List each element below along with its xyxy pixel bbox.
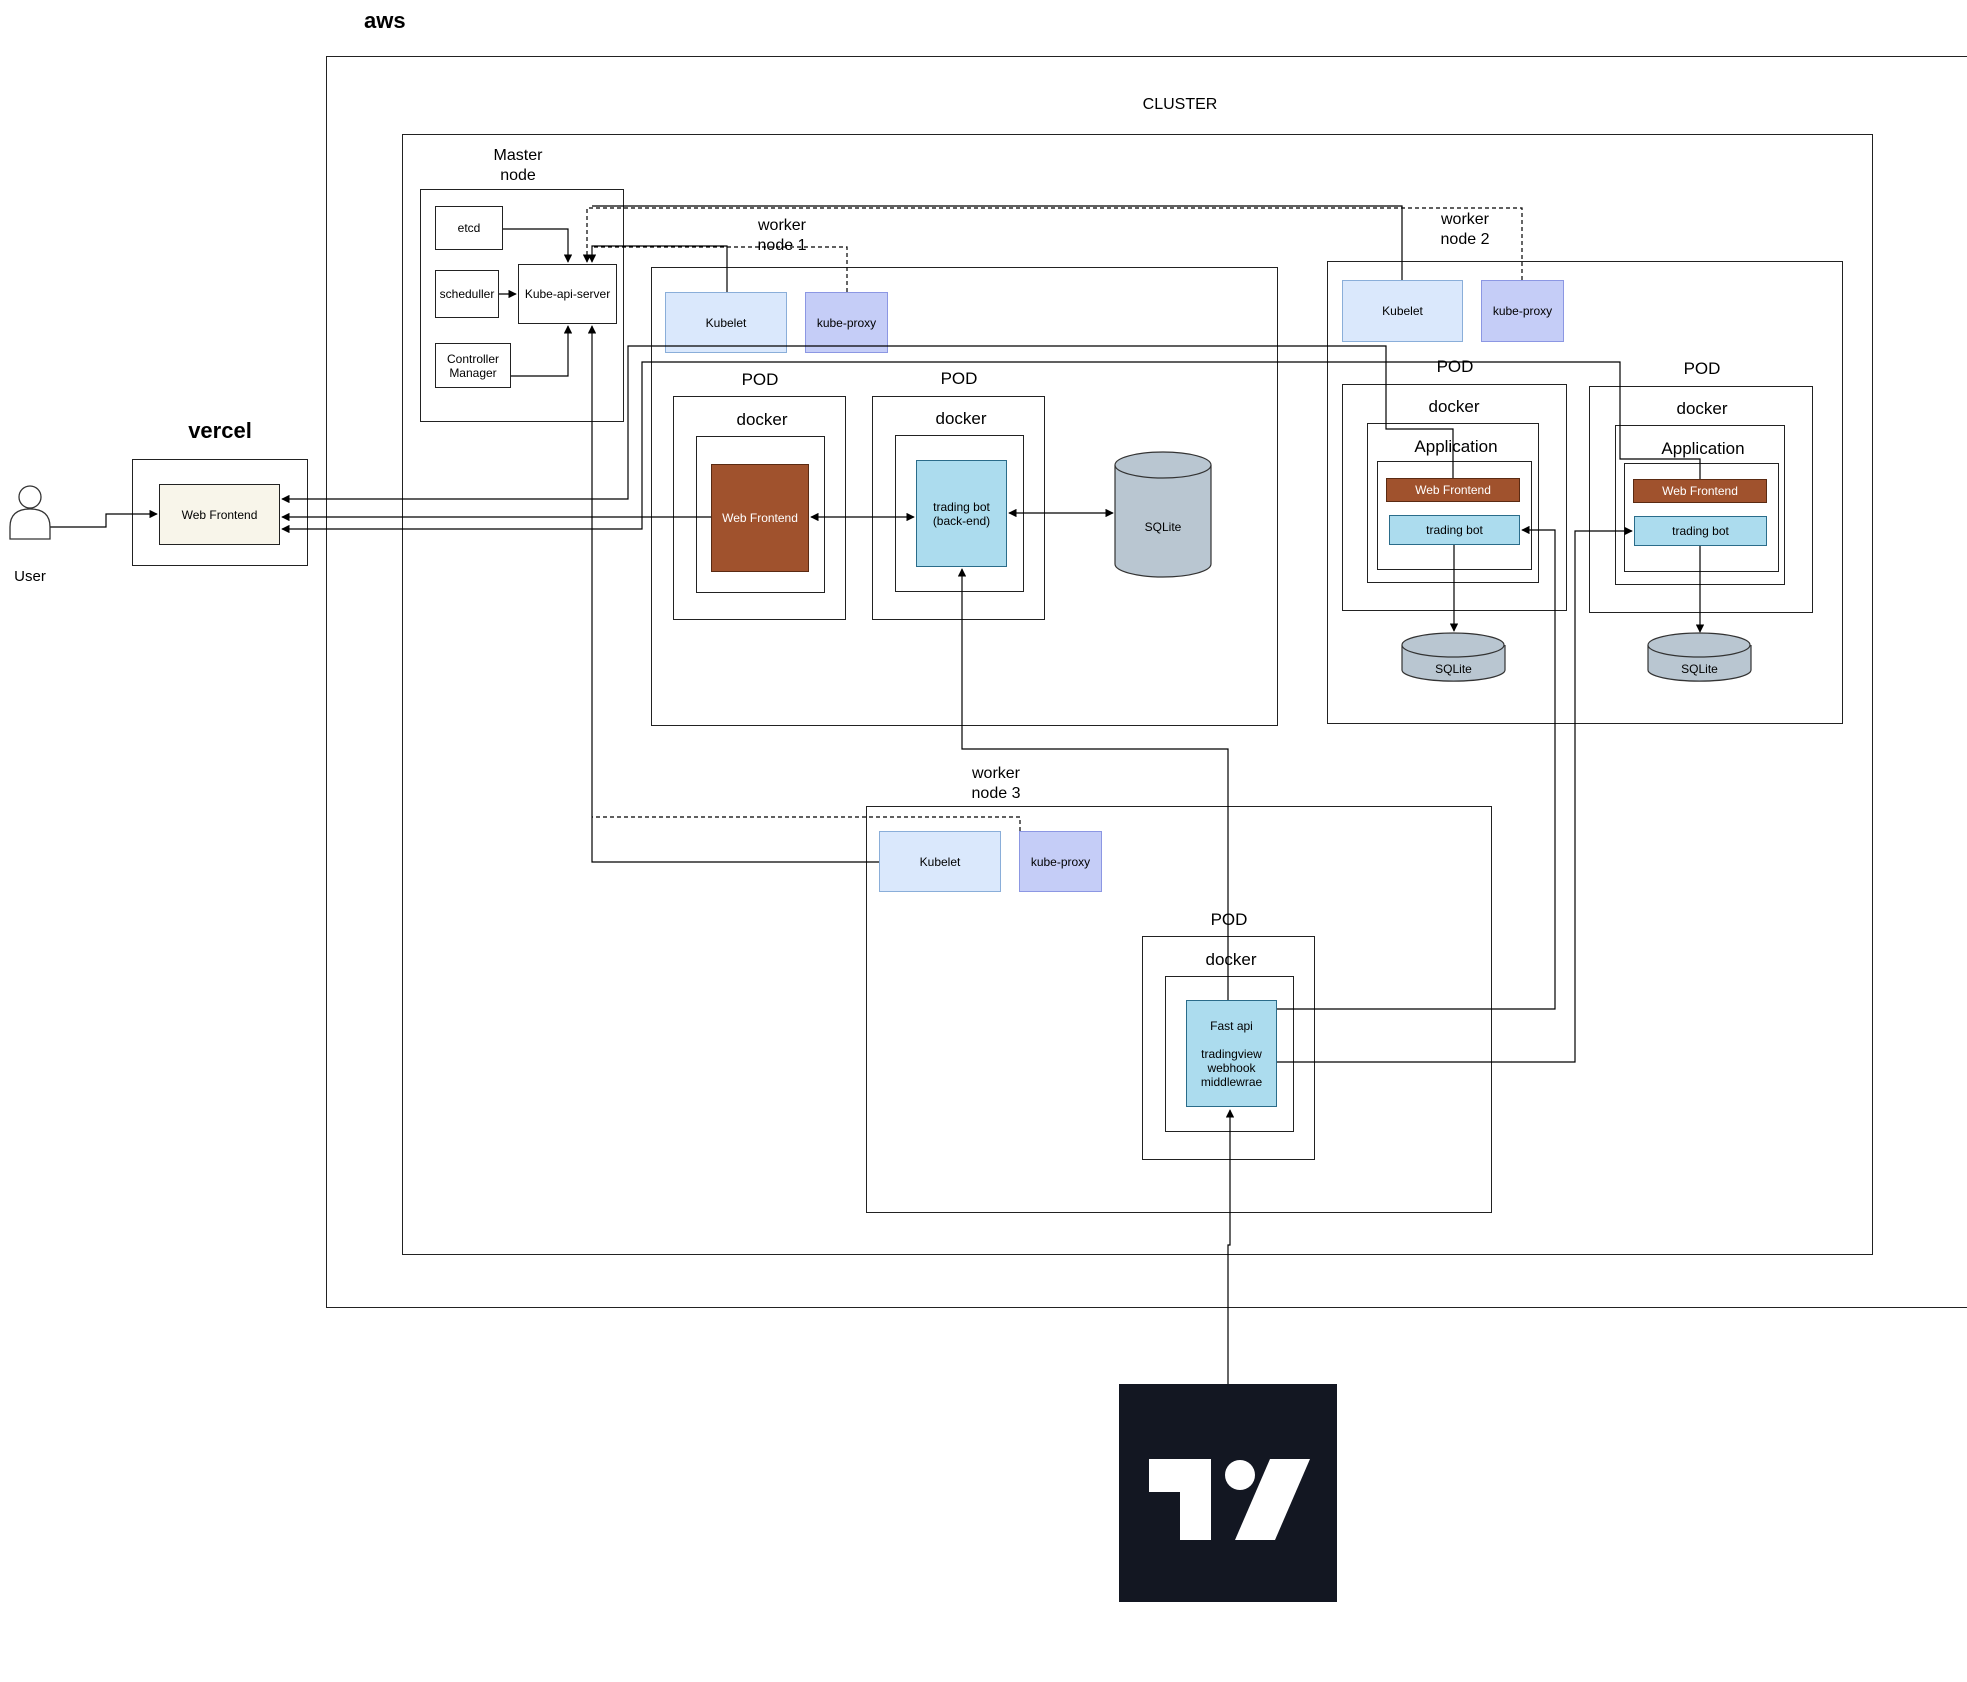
worker1-kubelet[interactable]: Kubelet xyxy=(665,292,787,353)
fastapi-to-worker2-bot2 xyxy=(1277,526,1633,1063)
controller-manager[interactable]: Controller Manager xyxy=(435,343,511,388)
worker3-kubelet[interactable]: Kubelet xyxy=(879,831,1001,892)
user-icon xyxy=(9,485,51,540)
worker1-kubelet-to-api xyxy=(587,245,728,292)
worker2-pod2-sqlite-label: SQLite xyxy=(1681,662,1718,676)
worker2-pod2-label: POD xyxy=(1683,359,1721,378)
user-label: User xyxy=(14,568,46,585)
vercel-box xyxy=(132,459,308,566)
etcd[interactable]: etcd xyxy=(435,206,503,250)
worker2-proxy-to-api xyxy=(582,207,1523,280)
worker1-sqlite-label: SQLite xyxy=(1144,520,1182,534)
worker1-kube-proxy[interactable]: kube-proxy xyxy=(805,292,888,353)
scheduler[interactable]: scheduller xyxy=(435,270,499,318)
worker2-kubelet[interactable]: Kubelet xyxy=(1342,280,1463,342)
worker2-pod2-web-frontend[interactable]: Web Frontend xyxy=(1633,479,1767,503)
worker2-pod1-application-label: Application xyxy=(1414,437,1498,456)
worker2-pod1-trading-bot[interactable]: trading bot xyxy=(1389,515,1520,545)
master-node xyxy=(420,189,624,422)
tradingview-to-fastapi xyxy=(1225,1109,1235,1384)
vercel-web-frontend[interactable]: Web Frontend xyxy=(159,484,280,545)
aws-title: aws xyxy=(364,8,406,33)
master-node-title: Master node xyxy=(493,147,543,184)
worker3-kube-proxy[interactable]: kube-proxy xyxy=(1019,831,1102,892)
worker2-kubelet-to-api xyxy=(592,205,1403,280)
user-to-vercel-arrow xyxy=(50,509,158,528)
worker2-pod2-sqlite-db xyxy=(1647,632,1752,682)
tradingview-logo xyxy=(1119,1384,1337,1602)
worker1-pod1 xyxy=(673,396,846,620)
worker3-pod-label: POD xyxy=(1210,910,1248,929)
worker1-sqlite-db xyxy=(1114,451,1212,578)
worker2-pod1-docker xyxy=(1367,423,1539,583)
worker-node-1 xyxy=(651,267,1278,726)
vercel-to-worker2-pod1 xyxy=(281,345,1454,504)
etcd-to-api-arrow xyxy=(503,228,573,263)
worker-node-2 xyxy=(1327,261,1843,724)
worker1-pod2-docker-label: docker xyxy=(935,409,987,428)
worker2-pod2-docker-label: docker xyxy=(1676,399,1728,418)
vercel-to-worker2-pod2 xyxy=(281,361,1701,534)
fastapi-webhook-middleware[interactable]: Fast api tradingview webhook middlewrae xyxy=(1186,1000,1277,1107)
worker3-docker-label: docker xyxy=(1205,950,1257,969)
kube-api-server[interactable]: Kube-api-server xyxy=(518,264,617,324)
vercel-title: vercel xyxy=(188,418,252,443)
worker2-pod1-sqlite-label: SQLite xyxy=(1435,662,1472,676)
worker1-web-frontend[interactable]: Web Frontend xyxy=(711,464,809,572)
worker1-pod2-label: POD xyxy=(940,369,978,388)
worker2-pod1-sqlite-db xyxy=(1401,632,1506,682)
aws-region xyxy=(326,56,1967,1308)
worker-node-2-title: worker node 2 xyxy=(1440,211,1490,248)
worker2-pod1-docker-label: docker xyxy=(1428,397,1480,416)
worker2-pod1-web-frontend[interactable]: Web Frontend xyxy=(1386,478,1520,502)
worker-node-1-title: worker node 1 xyxy=(757,217,807,254)
worker2-kube-proxy[interactable]: kube-proxy xyxy=(1481,280,1564,342)
worker1-pod1-label: POD xyxy=(741,370,779,389)
worker2-pod2 xyxy=(1589,386,1813,613)
worker3-proxy-to-api xyxy=(592,816,1021,831)
worker-node-3-title: worker node 3 xyxy=(971,765,1021,802)
worker2-pod2-trading-bot[interactable]: trading bot xyxy=(1634,516,1767,546)
worker1-trading-bot[interactable]: trading bot (back-end) xyxy=(916,460,1007,567)
worker1-pod2 xyxy=(872,396,1045,620)
cluster xyxy=(402,134,1873,1255)
worker2-pod2-application-label: Application xyxy=(1661,439,1745,458)
worker3-kubelet-to-api xyxy=(587,325,879,863)
worker1-pod1-docker-label: docker xyxy=(736,410,788,429)
controller-to-api-arrow xyxy=(511,325,573,377)
fastapi-to-worker2-bot1 xyxy=(1277,525,1556,1010)
fastapi-to-worker1-bot xyxy=(957,568,1229,1000)
worker1-proxy-to-api xyxy=(592,246,848,292)
worker2-pod2-application xyxy=(1624,463,1779,572)
cluster-label: CLUSTER xyxy=(1142,96,1218,113)
